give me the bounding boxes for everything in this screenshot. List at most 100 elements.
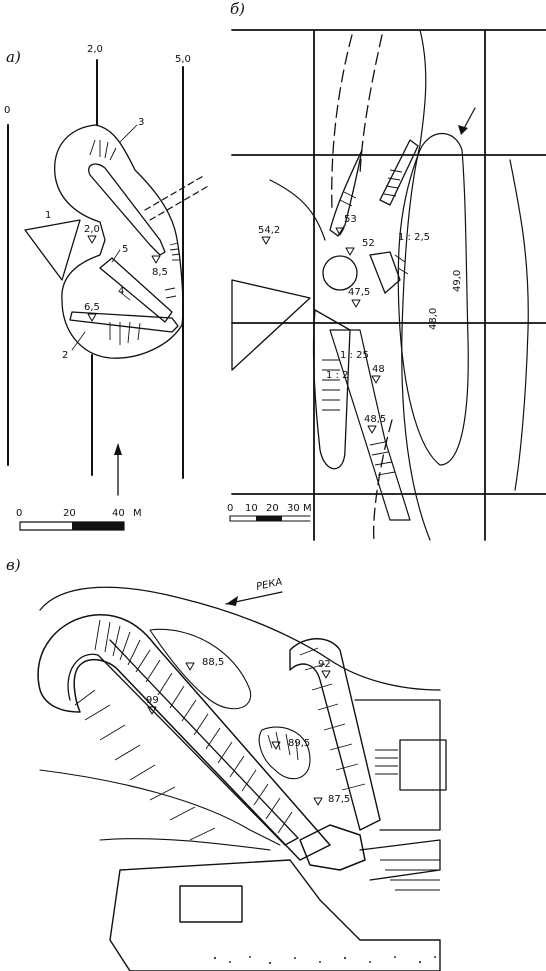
panel-a-hatching [89, 139, 181, 345]
lower-basin [109, 859, 441, 971]
scale-a-20: 20 [63, 508, 76, 519]
elevation-marker [87, 235, 97, 244]
stipple-bank [213, 956, 436, 965]
panel-v: в) РЕКА [6, 556, 447, 971]
elevation-89-5: 89,5 [288, 738, 310, 749]
pump-house [399, 739, 447, 791]
pond-hatching [267, 731, 299, 761]
north-arrow [114, 443, 122, 496]
elevation-48: 48 [372, 364, 385, 375]
channel-3 [88, 163, 166, 256]
grid-label-5: 5,0 [175, 54, 191, 65]
main-dike-crest [67, 639, 299, 846]
panel-a: а) 0 2,0 5,0 [4, 44, 211, 531]
callout-4: 4 [118, 286, 124, 297]
contour-pond [258, 726, 311, 780]
scale-b-unit: M [303, 503, 312, 514]
slope-1-2-5: 1 : 2,5 [398, 232, 430, 243]
elevation-marker [321, 670, 331, 679]
building-block [179, 885, 243, 923]
river-bank-outer [509, 159, 529, 491]
junction-structure [299, 824, 366, 871]
diversion-channel [329, 149, 363, 237]
elevation-marker [147, 706, 157, 715]
dashed-pipes [144, 174, 211, 221]
elevation-marker [151, 255, 161, 264]
grid-label-2: 2,0 [87, 44, 103, 55]
elevation-54-2: 54,2 [258, 225, 280, 236]
panel-b-grid [231, 29, 546, 541]
elevation-2-0: 2,0 [84, 224, 100, 235]
elevation-87-5: 87,5 [328, 794, 350, 805]
outlet-hatching [375, 749, 440, 891]
elevation-marker [271, 741, 281, 750]
elevation-53: 53 [344, 214, 357, 225]
channel-2 [69, 311, 179, 333]
elevation-marker [261, 236, 271, 245]
callout-leaders [71, 124, 138, 351]
contour-inner [149, 628, 252, 710]
junction-well [322, 255, 358, 291]
callout-1: 1 [45, 210, 51, 221]
elevation-8-5: 8,5 [152, 267, 168, 278]
river-arrow [225, 591, 283, 606]
channel-fork [269, 179, 326, 241]
panel-b-scale [229, 515, 311, 522]
elevation-marker [87, 313, 97, 322]
elevation-6-5: 6,5 [84, 302, 100, 313]
grid-label-0: 0 [4, 105, 10, 116]
settling-basin [312, 309, 351, 470]
field-boundary [39, 769, 281, 846]
elevation-marker [345, 247, 355, 256]
slope-1-25: 1 : 25 [340, 350, 369, 361]
scale-b-0: 0 [227, 503, 233, 514]
dike-hatching [74, 619, 293, 841]
scale-b-30: 30 [287, 503, 300, 514]
callout-5: 5 [122, 244, 128, 255]
elevation-88-5: 88,5 [202, 657, 224, 668]
flow-arrow-b [458, 107, 476, 135]
channel-4 [99, 257, 173, 323]
scale-a-0: 0 [16, 508, 22, 519]
elevation-52: 52 [362, 238, 375, 249]
callout-3: 3 [138, 117, 144, 128]
contour-48 [397, 133, 469, 466]
panel-a-grid [7, 59, 184, 479]
river-bank [401, 29, 431, 541]
lower-channel [329, 329, 411, 521]
elevation-marker [367, 425, 377, 434]
outflow-channel [359, 839, 441, 881]
scale-a-40: 40 [112, 508, 125, 519]
panel-b-hatching [322, 169, 409, 476]
scale-a-unit: M [133, 508, 142, 519]
scale-b-20: 20 [266, 503, 279, 514]
inflow-canal [379, 139, 419, 206]
elevation-marker [335, 227, 345, 236]
panel-v-label: в) [6, 556, 21, 574]
field-boundary-2 [99, 838, 271, 851]
elevation-marker [185, 662, 195, 671]
panel-a-label: а) [6, 48, 21, 66]
panel-b-label: б) [230, 0, 245, 18]
elevation-marker [371, 375, 381, 384]
elevation-99: 99 [146, 695, 159, 706]
sluice-gate [369, 251, 401, 294]
elevation-marker [351, 299, 361, 308]
river-label: РЕКА [255, 577, 283, 593]
old-channel-dashed [331, 34, 393, 541]
panel-b: б) [227, 0, 546, 541]
right-dike [289, 638, 381, 831]
slope-1-2: 1 : 2 [326, 370, 348, 381]
elevation-marker [313, 797, 323, 806]
scale-b-10: 10 [245, 503, 258, 514]
contour-label-48: 48,0 [428, 308, 439, 330]
outlet-structure [354, 699, 441, 831]
elevation-47-5: 47,5 [348, 287, 370, 298]
main-dike-outer [37, 614, 331, 861]
wedge-b [231, 279, 311, 371]
right-dike-hatching [299, 647, 366, 791]
panel-a-scale [19, 521, 125, 531]
elevation-92: 92 [318, 659, 331, 670]
contour-label-49: 49,0 [452, 270, 463, 292]
